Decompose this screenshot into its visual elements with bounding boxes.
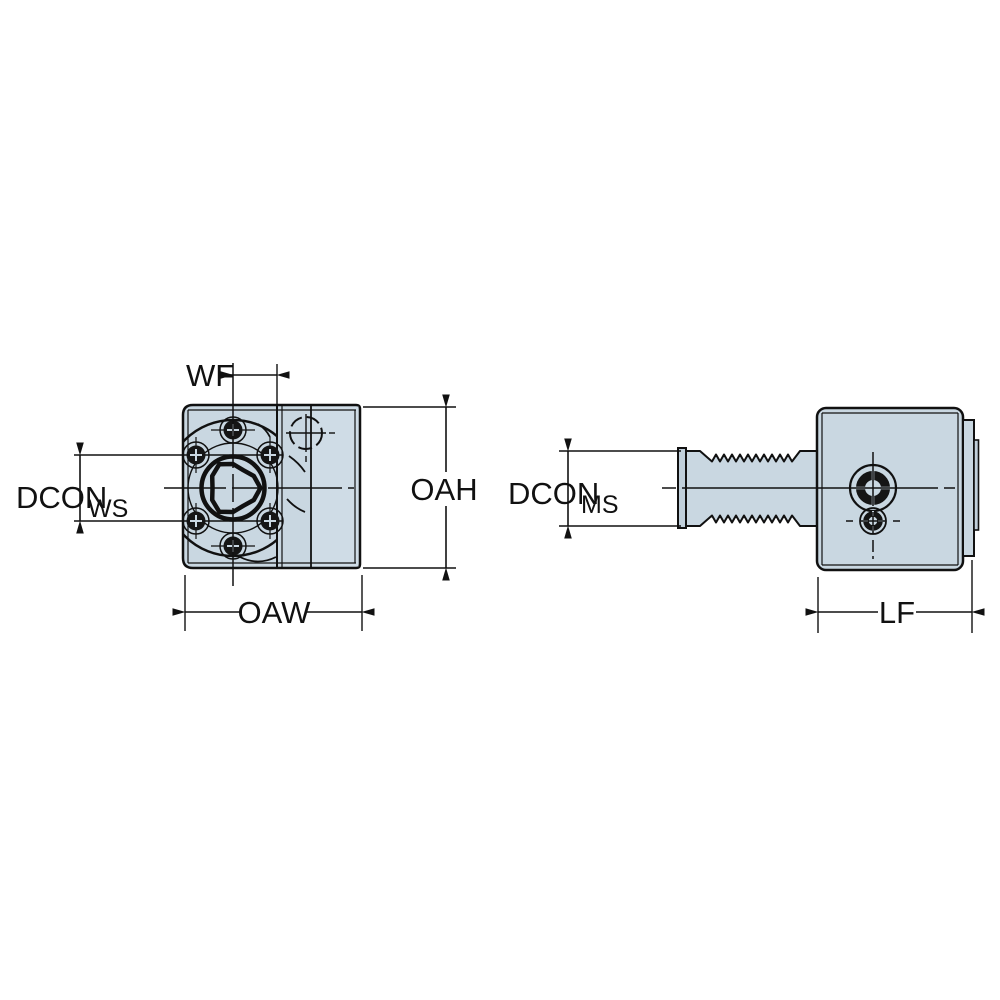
- dim-dcon-ws-subscript: WS: [88, 495, 128, 523]
- coupling-face-plate: [962, 419, 980, 557]
- side-view-center-lines: [662, 452, 955, 559]
- dim-lf: LF: [805, 595, 985, 630]
- side-body-chamfer-lines: [821, 412, 959, 566]
- dim-wf: WF: [186, 358, 290, 393]
- mount-bolt-lower-left: [182, 503, 210, 539]
- dim-dcon-ms-subscript: MS: [581, 491, 619, 519]
- dim-oah: OAH: [410, 394, 478, 581]
- dim-dcon-ms: DCON MS: [508, 438, 619, 539]
- dim-dcon-ws-label: DCON: [16, 480, 107, 515]
- dim-dcon-ms-label: DCON: [508, 476, 599, 511]
- side-view: [662, 406, 980, 572]
- clamp-screw-phantom: [286, 414, 335, 462]
- mount-bolt-upper-left: [182, 437, 210, 473]
- dim-lf-label: LF: [879, 595, 915, 630]
- dcon-ws-extension-lines: [74, 454, 283, 522]
- dim-oah-label: OAH: [410, 472, 477, 507]
- mount-bolt-lower-right: [256, 503, 284, 539]
- hidden-detail-arcs: [239, 423, 306, 563]
- dim-oaw-label: OAW: [238, 595, 312, 630]
- dim-wf-label: WF: [186, 358, 234, 393]
- dim-oaw: OAW: [172, 595, 375, 630]
- front-view: [74, 363, 362, 586]
- front-body-right-band: [311, 406, 359, 567]
- mount-bolt-upper-right: [256, 437, 284, 473]
- dim-dcon-ws: DCON WS: [16, 442, 128, 534]
- front-view-center-lines: [164, 363, 354, 586]
